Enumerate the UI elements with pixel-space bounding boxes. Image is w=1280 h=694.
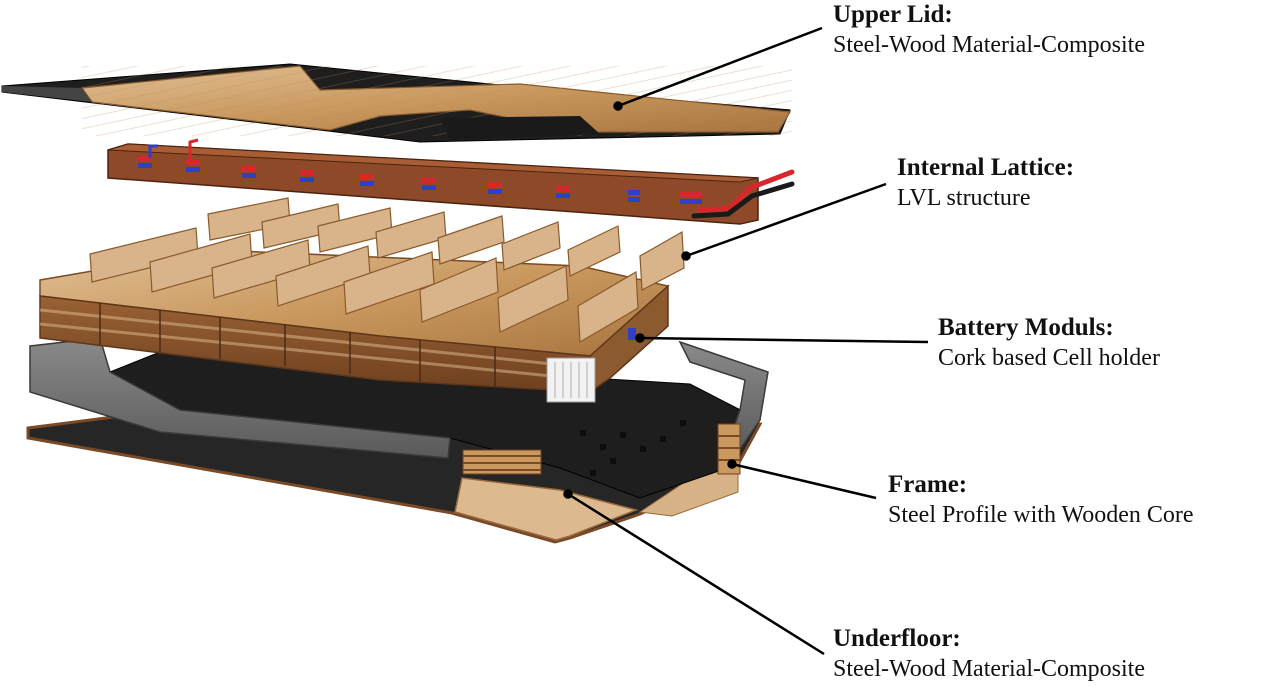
upper-lid-edge (2, 86, 92, 102)
label-upper-lid: Upper Lid: Steel-Wood Material-Composite (833, 0, 1145, 60)
lattice-fin (567, 225, 621, 277)
lattice-fin (577, 270, 639, 344)
coolant-outlet-pipes (691, 169, 795, 219)
leader-battery-moduls (639, 336, 929, 344)
label-internal-lattice: Internal Lattice: LVL structure (897, 153, 1074, 213)
label-upper-lid-subtitle: Steel-Wood Material-Composite (833, 31, 1145, 58)
lattice-fin (497, 265, 569, 333)
internal-lattice-layer (89, 197, 685, 344)
frame-layer (29, 337, 769, 499)
lattice-fin (501, 221, 561, 271)
underfloor-wood-panel (454, 477, 639, 541)
battery-moduls-layer-lines (39, 308, 591, 382)
cell-connector-block (546, 357, 596, 403)
frame-tray-components (580, 420, 686, 476)
upper-lid-dark-panel (440, 116, 600, 140)
leader-lines (563, 26, 929, 656)
cooling-bar (107, 143, 759, 225)
label-underfloor-subtitle: Steel-Wood Material-Composite (833, 655, 1145, 682)
frame-steel-profile (29, 337, 451, 459)
leader-frame (731, 462, 877, 500)
battery-moduls-dividers (99, 303, 496, 387)
label-underfloor-title: Underfloor: (833, 625, 961, 652)
cooling-bar-layer (107, 138, 795, 225)
coolant-pipe-stubs (148, 138, 199, 160)
label-frame: Frame: Steel Profile with Wooden Core (888, 470, 1194, 530)
label-frame-title: Frame: (888, 471, 968, 498)
label-underfloor: Underfloor: Steel-Wood Material-Composit… (833, 624, 1145, 684)
label-upper-lid-title: Upper Lid: (833, 1, 953, 28)
frame-wooden-core (462, 423, 741, 475)
lattice-fin (437, 215, 505, 265)
label-battery-moduls-subtitle: Cork based Cell holder (938, 344, 1160, 371)
label-battery-moduls-title: Battery Moduls: (938, 314, 1114, 341)
cooling-bar-top (107, 143, 759, 183)
lattice-fin (419, 257, 499, 323)
coolant-connectors (138, 156, 702, 204)
upper-lid-layer (1, 63, 792, 143)
leader-underfloor (567, 492, 825, 656)
label-internal-lattice-title: Internal Lattice: (897, 154, 1075, 181)
upper-lid-grain (82, 66, 792, 136)
lattice-fin (639, 230, 685, 291)
leader-upper-lid (617, 26, 823, 108)
label-internal-lattice-subtitle: LVL structure (897, 184, 1031, 211)
label-frame-subtitle: Steel Profile with Wooden Core (888, 501, 1194, 528)
cell-connector-blue (628, 328, 636, 340)
label-battery-moduls: Battery Moduls: Cork based Cell holder (938, 313, 1160, 373)
leader-internal-lattice (685, 182, 887, 258)
